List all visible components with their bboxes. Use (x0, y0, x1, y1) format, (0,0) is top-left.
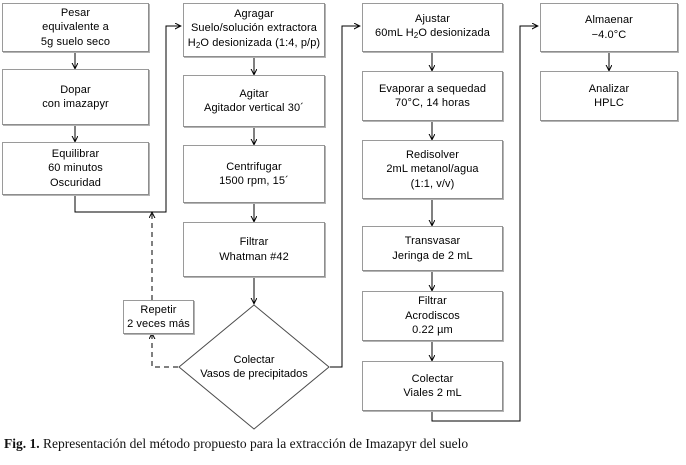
node-filtrar-acrodiscos-line-1: Filtrar (418, 295, 447, 308)
node-pesar-line-1: Pesar (60, 6, 91, 19)
node-filtrar-acrodiscos[interactable]: Filtrar Acrodiscos 0.22 µm (362, 291, 503, 341)
connector-wires (0, 0, 686, 422)
node-agragar[interactable]: Agragar Suelo/solución extractora H2O de… (183, 3, 325, 57)
node-pesar-line-2: equivalente a (42, 21, 109, 34)
node-equilibrar-line-1: Equilibrar (51, 147, 100, 160)
node-colectar-vasos-line-1: Colectar (233, 353, 275, 366)
node-ajustar-line-1: Ajustar (415, 12, 450, 25)
node-analizar-line-2: HPLC (594, 97, 624, 109)
node-agragar-line-3: H2O desionizada (1:4, p/p) (187, 36, 321, 50)
node-colectar-vasos[interactable]: Colectar Vasos de precipitados (178, 304, 330, 430)
node-equilibrar-line-2: 60 minutos (48, 162, 103, 175)
node-dopar-line-2: con imazapyr (42, 98, 109, 110)
node-agitar-line-2: Agitador vertical 30´ (204, 102, 304, 114)
node-redisolver-line-3: (1:1, v/v) (410, 177, 455, 190)
node-analizar[interactable]: Analizar HPLC (540, 71, 678, 121)
node-centrifugar-line-2: 1500 rpm, 15´ (219, 175, 289, 187)
node-agragar-line-2: Suelo/solución extractora (190, 22, 317, 35)
node-redisolver-line-1: Redisolver (406, 148, 459, 161)
node-agitar-line-1: Agitar (239, 87, 269, 100)
node-pesar-line-3: 5g suelo seco (40, 35, 111, 48)
node-filtrar-whatman-line-1: Filtrar (239, 236, 269, 248)
node-equilibrar-line-3: Oscuridad (49, 176, 102, 189)
node-agragar-line-1: Agragar (234, 7, 274, 20)
node-centrifugar-line-1: Centrifugar (226, 160, 282, 173)
node-ajustar[interactable]: Ajustar 60mL H2O desionizada (362, 3, 503, 52)
node-colectar-viales[interactable]: Colectar Viales 2 mL (362, 361, 503, 411)
node-centrifugar[interactable]: Centrifugar 1500 rpm, 15´ (183, 145, 325, 203)
node-repetir-line-1: Repetir (140, 303, 177, 316)
node-colectar-viales-line-2: Viales 2 mL (403, 387, 462, 399)
node-agitar[interactable]: Agitar Agitador vertical 30´ (183, 75, 325, 127)
node-almacenar-line-1: Almaenar (585, 14, 633, 26)
node-redisolver[interactable]: Redisolver 2mL metanol/agua (1:1, v/v) (362, 140, 503, 199)
node-pesar[interactable]: Pesar equivalente a 5g suelo seco (2, 3, 149, 52)
node-transvasar-line-1: Transvasar (404, 235, 461, 247)
node-colectar-vasos-line-2: Vasos de precipitados (200, 368, 308, 380)
node-redisolver-line-2: 2mL metanol/agua (386, 163, 479, 176)
flowchart-diagram: Pesar equivalente a 5g suelo seco Dopar … (0, 0, 686, 430)
node-almacenar-line-2: −4.0°C (591, 28, 627, 41)
node-filtrar-acrodiscos-line-2: Acrodiscos (405, 309, 460, 322)
node-dopar-line-1: Dopar (60, 83, 91, 96)
figure-label: Fig. 1. (4, 436, 40, 451)
node-evaporar[interactable]: Evaporar a sequedad 70°C, 14 horas (362, 71, 503, 121)
node-transvasar-line-2: Jeringa de 2 mL (392, 249, 473, 262)
node-ajustar-line-2: 60mL H2O desionizada (375, 27, 490, 40)
node-analizar-line-1: Analizar (588, 82, 630, 95)
node-dopar[interactable]: Dopar con imazapyr (2, 69, 149, 125)
node-filtrar-whatman[interactable]: Filtrar Whatman #42 (183, 222, 325, 277)
figure-caption-text: Representación del método propuesto para… (43, 436, 469, 451)
node-almacenar[interactable]: Almaenar −4.0°C (540, 3, 678, 52)
node-repetir[interactable]: Repetir 2 veces más (123, 300, 194, 334)
node-equilibrar[interactable]: Equilibrar 60 minutos Oscuridad (2, 142, 149, 195)
node-evaporar-line-1: Evaporar a sequedad (378, 82, 487, 95)
node-colectar-viales-line-1: Colectar (411, 372, 454, 385)
node-evaporar-line-2: 70°C, 14 horas (395, 97, 470, 109)
node-repetir-line-2: 2 veces más (127, 318, 190, 330)
node-filtrar-whatman-line-2: Whatman #42 (219, 250, 289, 263)
node-filtrar-acrodiscos-line-3: 0.22 µm (412, 324, 453, 337)
node-transvasar[interactable]: Transvasar Jeringa de 2 mL (362, 226, 503, 271)
figure-caption: Fig. 1. Representación del método propue… (4, 436, 682, 452)
